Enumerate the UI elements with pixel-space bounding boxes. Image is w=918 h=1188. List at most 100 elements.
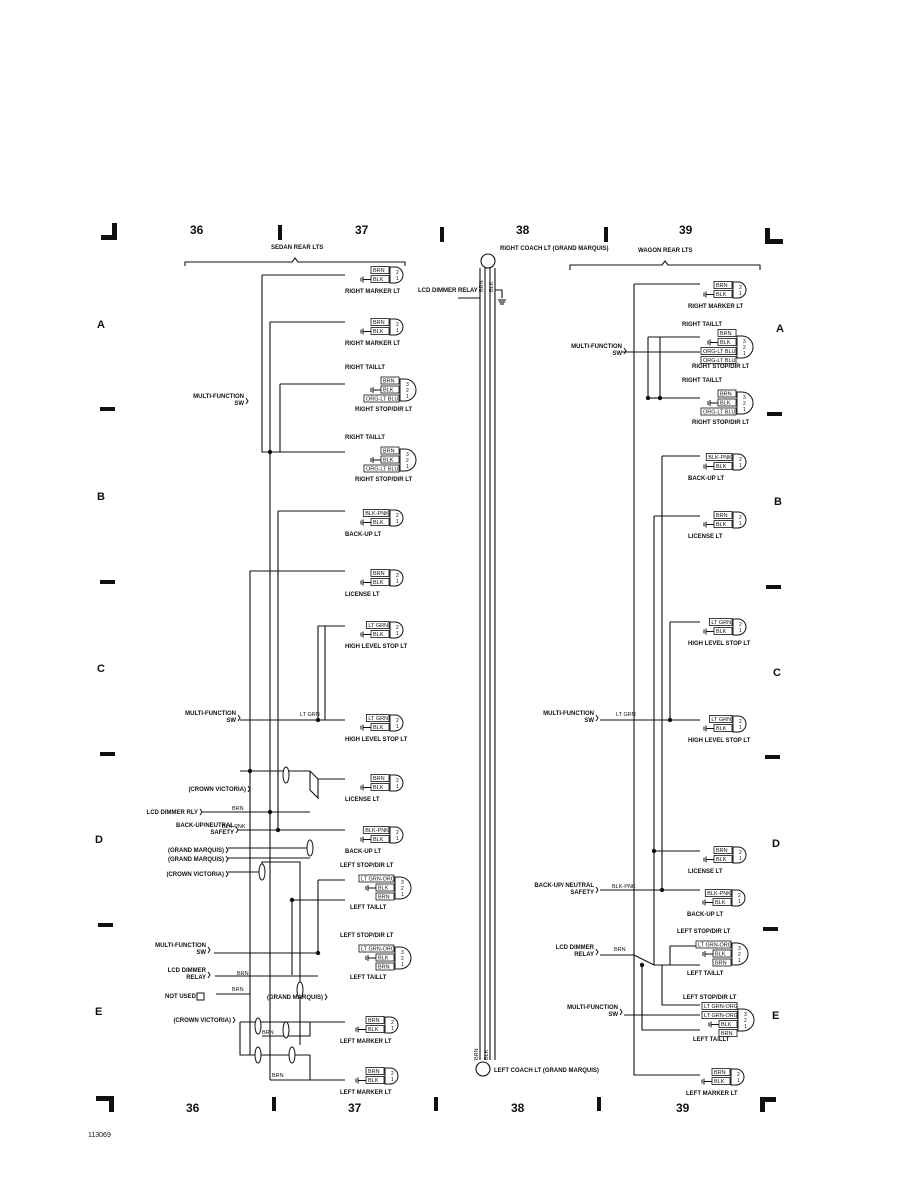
sedan-splices: [247, 449, 321, 956]
source-label: SW: [612, 351, 622, 357]
lamp-label: BACK-UP LT: [687, 912, 723, 918]
wire-label-box: [365, 714, 390, 722]
wire-color-label: BRN: [383, 449, 395, 455]
lamp-icon: [732, 715, 747, 733]
col-label-bottom-38: 38: [511, 1101, 525, 1115]
lamp-label: RIGHT STOP/DIR LT: [355, 477, 412, 483]
wire-color-label: BLK-PNK: [365, 828, 389, 834]
connector-icon: [623, 347, 627, 355]
wire-color-label: BLK: [716, 464, 727, 470]
lamp-icon: [394, 876, 412, 900]
wire-label-box: [695, 940, 732, 949]
pin-number: 1: [396, 519, 399, 525]
pin-number: 3: [744, 1012, 747, 1018]
wire-color-label: BRN: [373, 268, 385, 274]
pin-number: 1: [396, 328, 399, 334]
source-label: MULTI-FUNCTION: [567, 1005, 618, 1011]
wire-color-label: BLK: [716, 726, 727, 732]
lamp-icon: [732, 618, 747, 636]
zone-right-E: E: [772, 1010, 779, 1022]
lamp-label: RIGHT MARKER LT: [345, 341, 401, 347]
wire-color-label: BLK: [716, 522, 727, 528]
wire-label-box: [700, 356, 737, 364]
wire-label-box: [375, 962, 395, 971]
col-label-top-39: 39: [679, 223, 693, 237]
connector-icon: [247, 785, 251, 793]
pin-number: 2: [396, 778, 399, 784]
lamp-icon: [389, 826, 404, 844]
svg-text:BLK: BLK: [484, 1049, 490, 1060]
wire-color-label: BRN: [368, 1069, 380, 1075]
pin-number: 3: [401, 880, 404, 886]
ground-icon: [707, 339, 718, 346]
sedan-source-3: LCD DIMMER RLY: [147, 808, 203, 816]
lamp-icon: [389, 266, 404, 284]
lamp-label: HIGH LEVEL STOP LT: [688, 738, 751, 744]
source-label: NOT USED: [165, 994, 197, 1000]
wire-color-label: BRN: [720, 331, 732, 337]
source-label: (GRAND MARQUIS): [168, 848, 224, 854]
pin-number: 1: [406, 394, 409, 400]
pin-number: 2: [739, 719, 742, 725]
ground-icon: [703, 291, 714, 298]
source-label: SW: [584, 718, 594, 724]
wire-label-box: [363, 464, 400, 473]
connector-icon: [595, 714, 599, 722]
lamp-icon: [384, 1016, 399, 1034]
sedan-source-11: (CROWN VICTORIA): [173, 1016, 236, 1024]
connector-icon: [207, 971, 211, 979]
wire-color-label: BLK-PNK: [365, 511, 389, 517]
wire-color-label: ORG-LT BLU: [366, 397, 399, 403]
pin-number: 1: [743, 351, 746, 357]
col-label-top-38: 38: [516, 223, 530, 237]
lamp-label: LICENSE LT: [688, 534, 723, 540]
pin-number: 2: [391, 1071, 394, 1077]
zone-left-E: E: [95, 1006, 102, 1018]
wire-color-label: BLK: [373, 837, 384, 843]
lamp-icon: [389, 509, 404, 527]
pin-number: 1: [396, 784, 399, 790]
sedan-source-7: (CROWN VICTORIA): [166, 870, 229, 878]
wire-color-label: ORG-LT BLU: [703, 349, 736, 355]
connector-icon: [207, 946, 211, 954]
sedan-trunk-wires: [202, 274, 345, 1081]
lamp-label: BACK-UP LT: [345, 849, 381, 855]
ground-icon: [707, 400, 718, 406]
sedan-wire-label: BRN: [237, 971, 249, 977]
sedan-source-12: (GRAND MARQUIS): [267, 993, 328, 1001]
pin-number: 1: [401, 962, 404, 968]
pin-number: 1: [396, 836, 399, 842]
lamp-label: LEFT MARKER LT: [340, 1090, 392, 1096]
pin-number: 2: [391, 1020, 394, 1026]
wire-label-box: [363, 394, 400, 403]
wire-color-label: BLK: [368, 1027, 379, 1033]
source-label: SAFETY: [210, 830, 234, 836]
zone-left-D: D: [95, 834, 103, 846]
coach-wire-labels: BRN BLK BRN BLK: [474, 280, 495, 1060]
source-label: SW: [234, 401, 244, 407]
wire-color-label: LT GRN-ORG: [698, 943, 732, 949]
ground-icon: [703, 856, 714, 863]
source-label: (CROWN VICTORIA): [173, 1018, 231, 1024]
wire-color-label: BLK: [373, 329, 384, 335]
lamp-label: RIGHT MARKER LT: [688, 304, 744, 310]
sedan-wire-label: BLK-PNK: [222, 824, 246, 830]
ground-icon: [703, 725, 714, 732]
pin-number: 2: [737, 1072, 740, 1078]
ground-icon: [703, 628, 714, 635]
lamp-icon: [389, 621, 404, 639]
